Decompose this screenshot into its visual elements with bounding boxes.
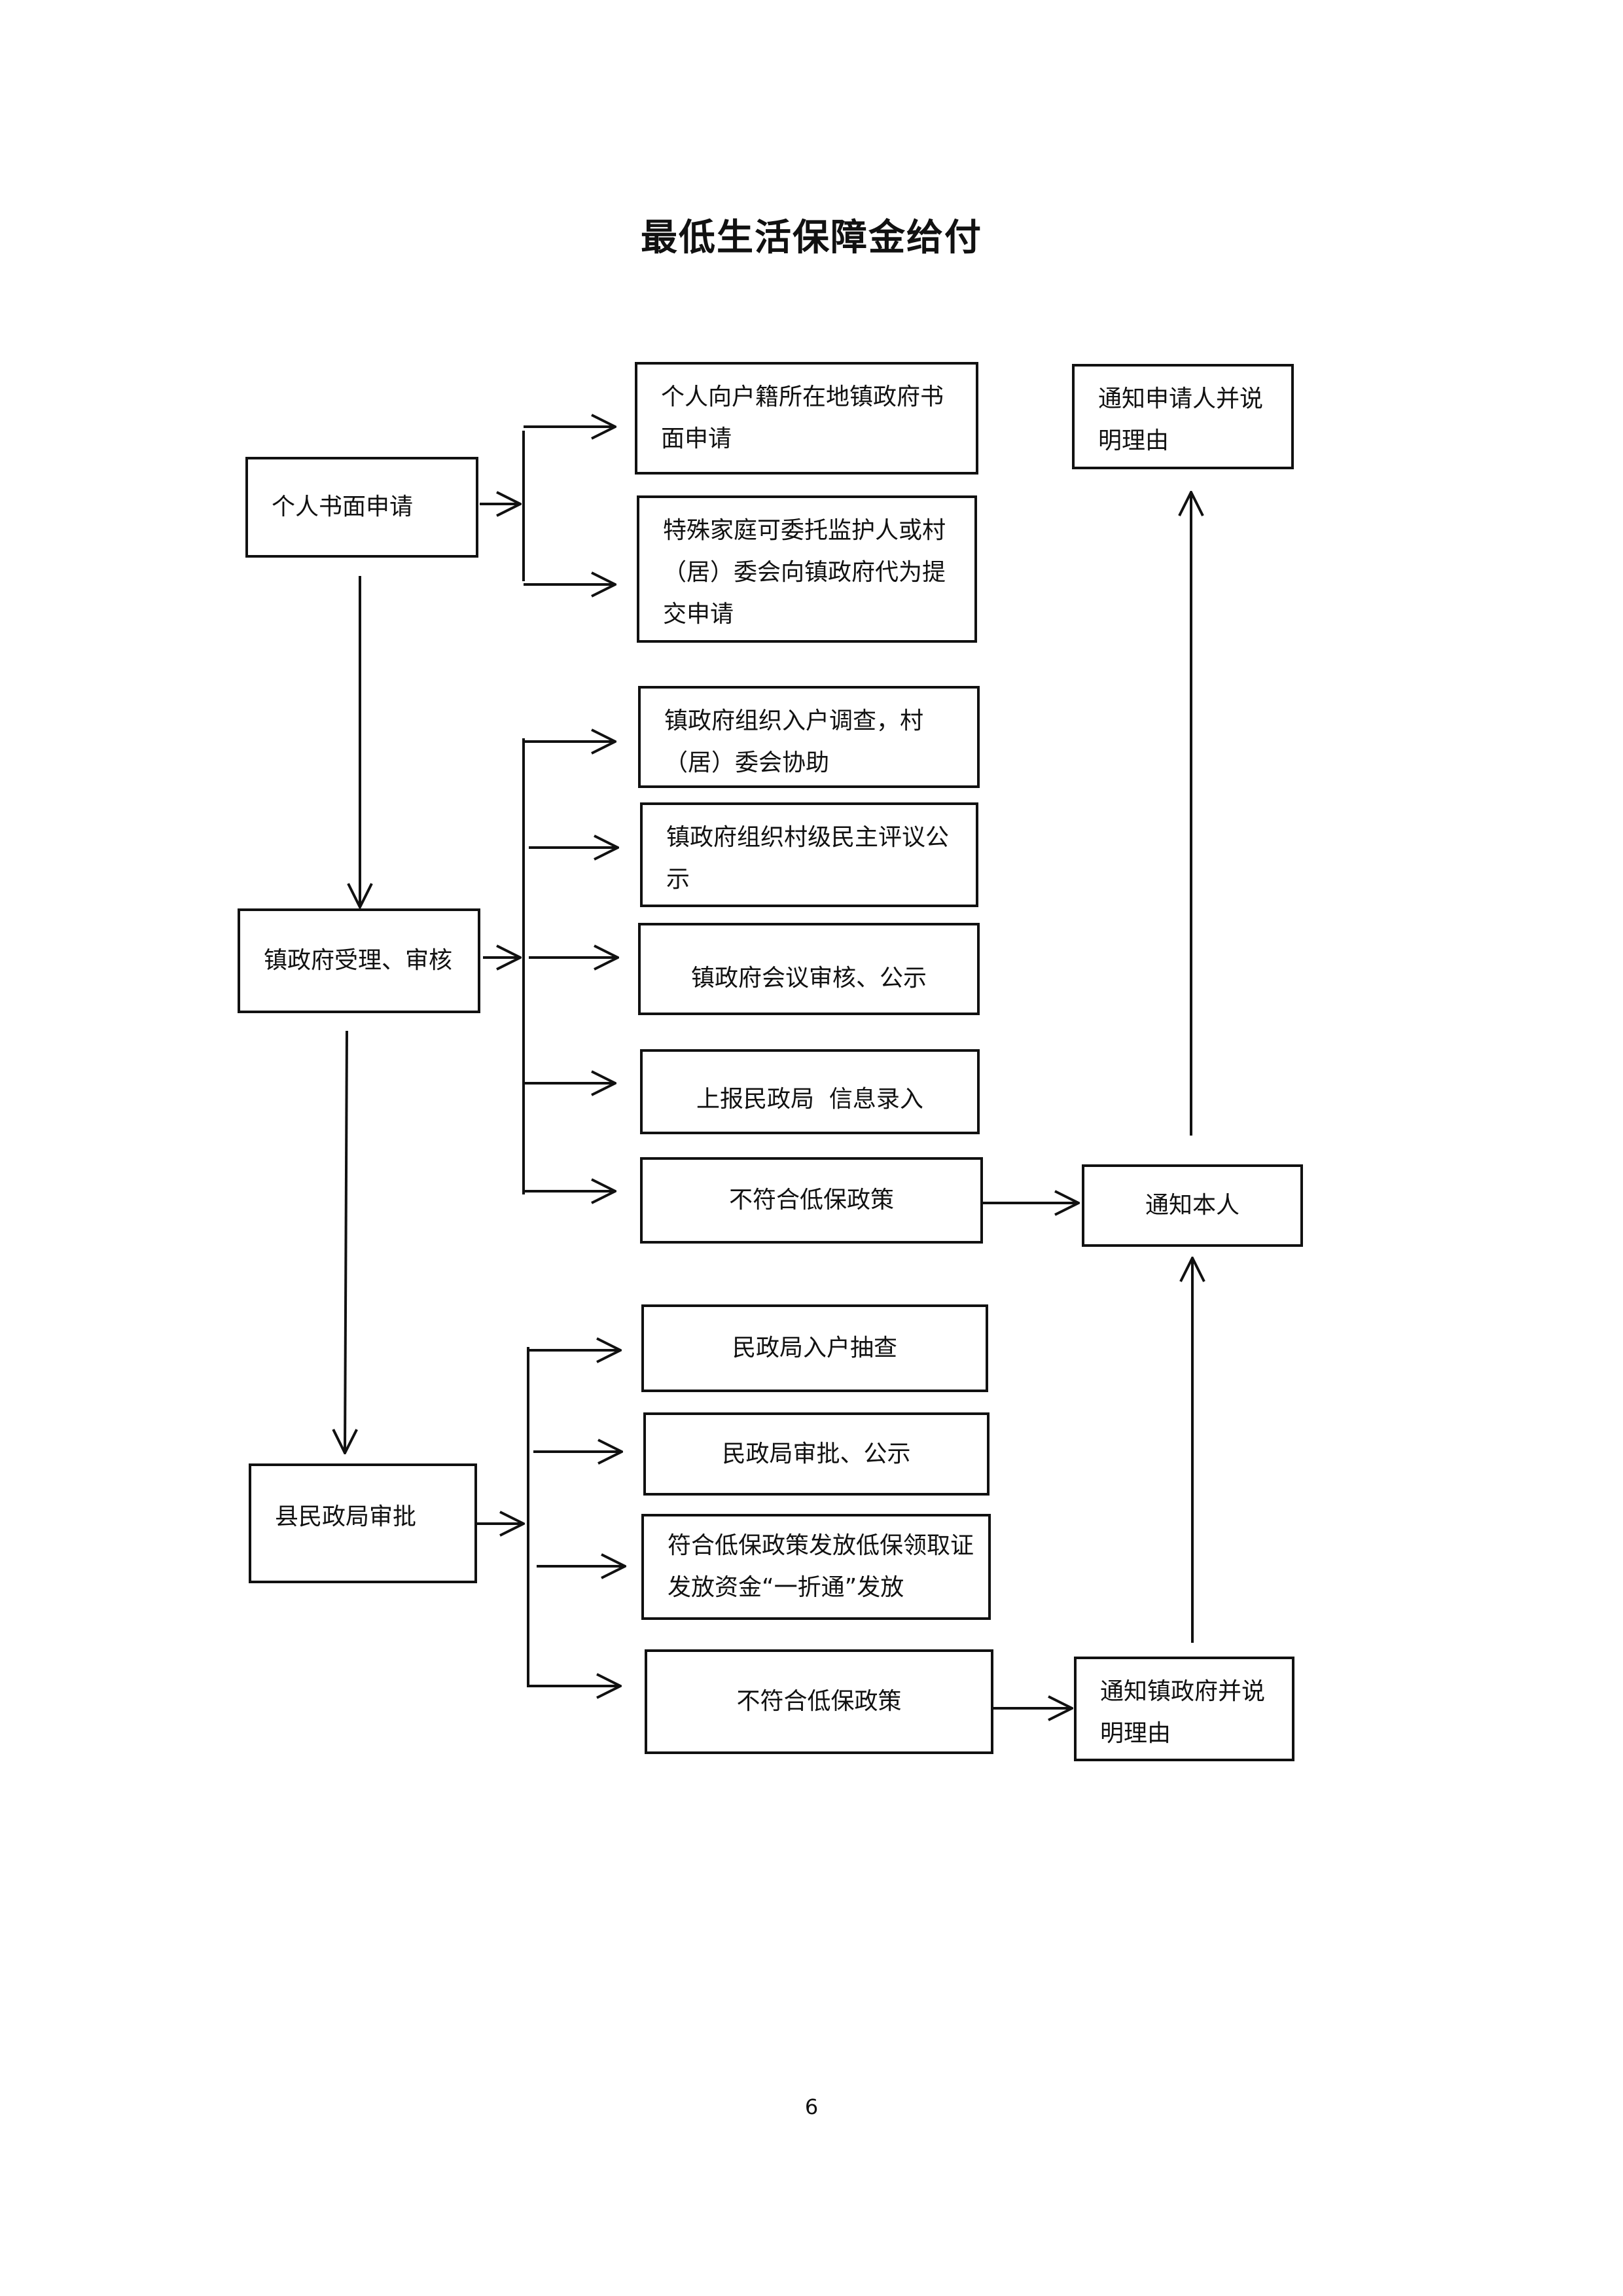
- arrow-town-to-county: [345, 1030, 347, 1453]
- node-eligible-issue-certificate: 符合低保政策发放低保领取证发放资金“一折通”发放: [641, 1514, 991, 1620]
- node-not-eligible-town: 不符合低保政策: [640, 1157, 983, 1244]
- node-apply-to-town-government: 个人向户籍所在地镇政府书面申请: [635, 362, 978, 475]
- node-special-family-proxy: 特殊家庭可委托监护人或村（居）委会向镇政府代为提交申请: [637, 495, 977, 643]
- node-notify-person: 通知本人: [1082, 1164, 1303, 1247]
- node-civil-affairs-approval-publicity: 民政局审批、公示: [643, 1412, 990, 1496]
- diagram-title: 最低生活保障金给付: [641, 217, 982, 259]
- node-village-democratic-review: 镇政府组织村级民主评议公示: [640, 802, 978, 907]
- node-personal-written-application: 个人书面申请: [245, 457, 478, 558]
- page-number: 6: [804, 2094, 819, 2119]
- node-report-to-civil-affairs: 上报民政局 信息录入: [640, 1049, 980, 1134]
- node-county-civil-affairs-approval: 县民政局审批: [249, 1463, 477, 1583]
- node-notify-town-with-reason: 通知镇政府并说明理由: [1074, 1657, 1294, 1761]
- node-civil-affairs-spot-check: 民政局入户抽查: [641, 1304, 988, 1392]
- node-town-acceptance-review: 镇政府受理、审核: [238, 908, 480, 1013]
- node-not-eligible-county: 不符合低保政策: [645, 1649, 993, 1754]
- node-town-meeting-review: 镇政府会议审核、公示: [638, 923, 980, 1015]
- node-notify-applicant-with-reason: 通知申请人并说明理由: [1072, 364, 1294, 469]
- node-household-survey: 镇政府组织入户调查，村（居）委会协助: [638, 686, 980, 788]
